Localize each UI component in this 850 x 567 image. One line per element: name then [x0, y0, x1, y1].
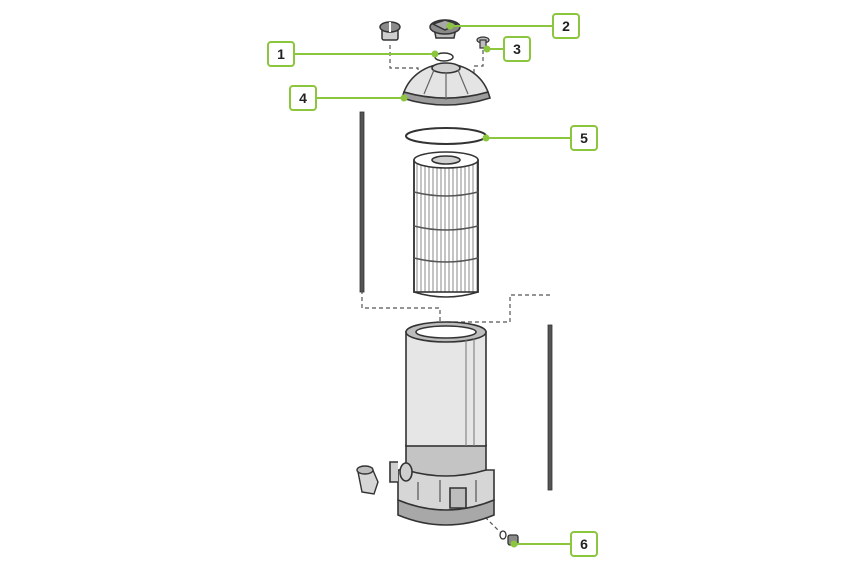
callout-5: 5: [570, 125, 598, 151]
filter-cartridge: [413, 151, 479, 298]
callout-3: 3: [503, 36, 531, 62]
callout-1: 1: [267, 41, 295, 67]
filter-lid: [400, 62, 492, 106]
callout-2: 2: [552, 13, 580, 39]
air-relief-knob: [429, 19, 461, 39]
tie-rod-left: [359, 111, 365, 293]
small-screw: [476, 36, 490, 49]
drain-plug-knob: [379, 21, 401, 41]
elbow-fitting: [356, 465, 379, 495]
callout-4: 4: [289, 85, 317, 111]
callout-6: 6: [570, 531, 598, 557]
leader-lines: [295, 22, 570, 548]
tie-rod-right: [547, 324, 553, 491]
lid-o-ring: [405, 127, 487, 145]
filter-tank: [389, 321, 495, 526]
